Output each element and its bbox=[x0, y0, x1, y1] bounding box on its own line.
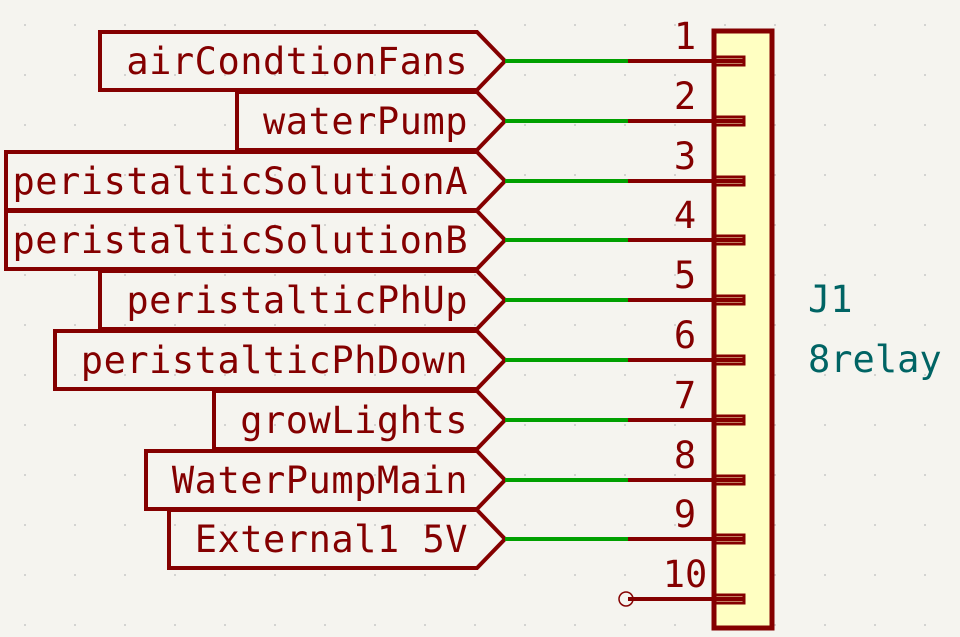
net-label-text: peristalticSolutionA bbox=[12, 160, 468, 203]
net-label-outline bbox=[235, 90, 508, 152]
pin-number-8: 8 bbox=[674, 434, 696, 477]
pin-end-5 bbox=[712, 294, 746, 306]
net-label[interactable]: peristalticPhUp bbox=[98, 269, 508, 331]
component-value: 8relay bbox=[808, 338, 942, 381]
net-label[interactable]: growLights bbox=[212, 389, 508, 451]
connector-pins: 1 2 3 4 5 6 7 8 9 10 bbox=[618, 15, 746, 607]
net-labels: airCondtionFans waterPump peristalticSolut… bbox=[4, 30, 508, 570]
net-label[interactable]: peristalticSolutionA bbox=[4, 150, 508, 212]
net-label-outline bbox=[98, 269, 508, 331]
net-label-text: peristalticPhDown bbox=[81, 339, 468, 382]
pin-end-8 bbox=[712, 474, 746, 486]
wires bbox=[505, 59, 628, 541]
pin-end-10 bbox=[712, 593, 746, 605]
net-label-outline bbox=[98, 30, 508, 92]
pin-number-7: 7 bbox=[674, 374, 696, 417]
net-label[interactable]: External1 5V bbox=[167, 508, 508, 570]
net-label-text: peristalticPhUp bbox=[126, 279, 468, 322]
net-label-text: peristalticSolutionB bbox=[12, 219, 468, 262]
pin-end-3 bbox=[712, 175, 746, 187]
net-label-outline bbox=[4, 209, 508, 271]
net-label[interactable]: peristalticPhDown bbox=[53, 329, 508, 391]
net-label-text: airCondtionFans bbox=[126, 40, 468, 83]
net-label-outline bbox=[53, 329, 508, 391]
pin-end-4 bbox=[712, 234, 746, 246]
net-label[interactable]: peristalticSolutionB bbox=[4, 209, 508, 271]
net-label[interactable]: airCondtionFans bbox=[98, 30, 508, 92]
net-label[interactable]: waterPump bbox=[235, 90, 508, 152]
pin-end-7 bbox=[712, 414, 746, 426]
net-label-text: growLights bbox=[240, 399, 468, 442]
pin-number-6: 6 bbox=[674, 314, 696, 357]
grid-dots bbox=[24, 24, 926, 626]
net-label-text: waterPump bbox=[263, 100, 468, 143]
pin-number-9: 9 bbox=[674, 493, 696, 536]
component-reference: J1 bbox=[808, 278, 853, 321]
net-label-outline bbox=[167, 508, 508, 570]
pin-number-2: 2 bbox=[674, 75, 696, 118]
pin-number-1: 1 bbox=[674, 15, 696, 58]
net-label-text: External1 5V bbox=[195, 518, 468, 561]
pin-end-2 bbox=[712, 115, 746, 127]
pin-number-4: 4 bbox=[674, 194, 696, 237]
net-label-text: WaterPumpMain bbox=[172, 459, 468, 502]
pin-number-10: 10 bbox=[663, 553, 708, 596]
connector-j1[interactable] bbox=[711, 28, 775, 631]
net-label[interactable]: WaterPumpMain bbox=[144, 449, 508, 511]
net-label-outline bbox=[4, 150, 508, 212]
net-label-outline bbox=[212, 389, 508, 451]
pin-end-1 bbox=[712, 55, 746, 67]
unconnected-pin-marker[interactable] bbox=[618, 591, 634, 607]
pin-end-9 bbox=[712, 533, 746, 545]
connector-body[interactable] bbox=[711, 28, 775, 631]
pin-number-3: 3 bbox=[674, 135, 696, 178]
net-label-outline bbox=[144, 449, 508, 511]
pin-number-5: 5 bbox=[674, 254, 696, 297]
pin-end-6 bbox=[712, 354, 746, 366]
